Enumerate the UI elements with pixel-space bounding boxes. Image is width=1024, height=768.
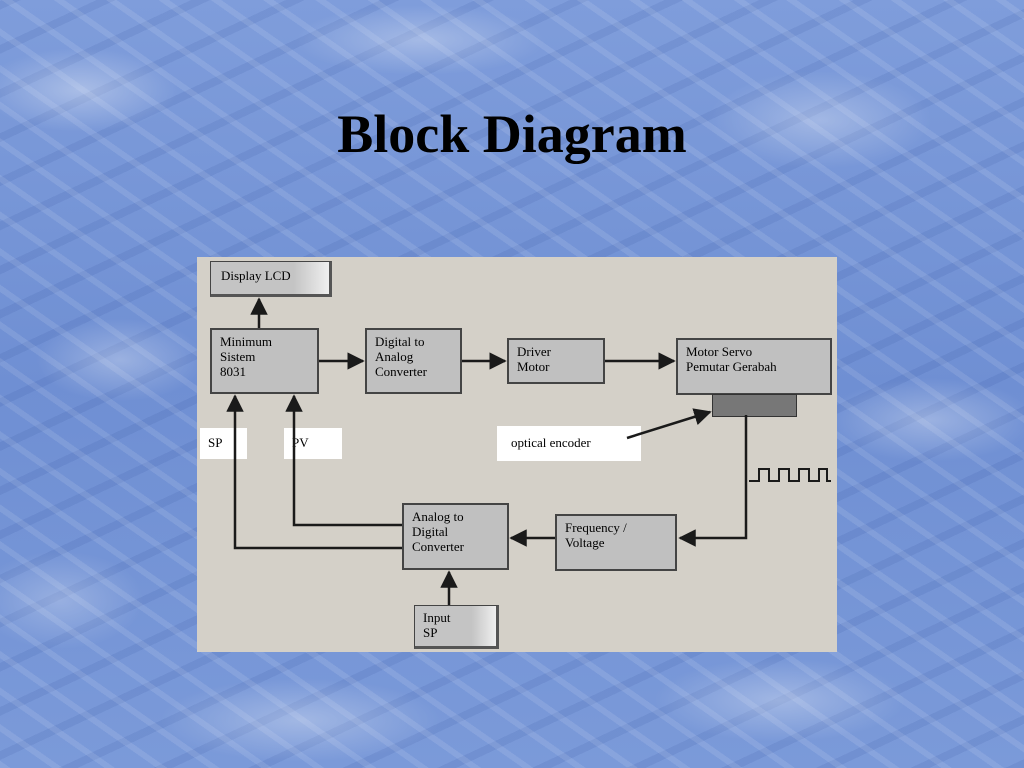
freq-voltage-block: Frequency / Voltage — [555, 514, 677, 571]
display-lcd-block: Display LCD — [210, 261, 332, 297]
arrow-pv-feedback — [285, 394, 402, 527]
adc-block: Analog to Digital Converter — [402, 503, 509, 570]
minimum-sistem-block: Minimum Sistem 8031 — [210, 328, 319, 394]
driver-motor-block: Driver Motor — [507, 338, 605, 384]
pulse-waveform — [749, 468, 831, 482]
arrow-to-encoder — [626, 408, 712, 440]
block-diagram-panel: Display LCD Minimum Sistem 8031 Digital … — [197, 257, 837, 652]
input-sp-block: Input SP — [414, 605, 499, 649]
optical-encoder-disk — [712, 394, 797, 417]
motor-servo-block: Motor Servo Pemutar Gerabah — [676, 338, 832, 395]
connection-lines — [226, 297, 831, 605]
slide-title: Block Diagram — [337, 104, 687, 164]
arrow-to-freq — [678, 415, 748, 547]
arrow-sp-feedback — [226, 394, 402, 550]
optical-encoder-label: optical encoder — [497, 426, 641, 461]
sp-label: SP — [200, 428, 247, 459]
dac-block: Digital to Analog Converter — [365, 328, 462, 394]
